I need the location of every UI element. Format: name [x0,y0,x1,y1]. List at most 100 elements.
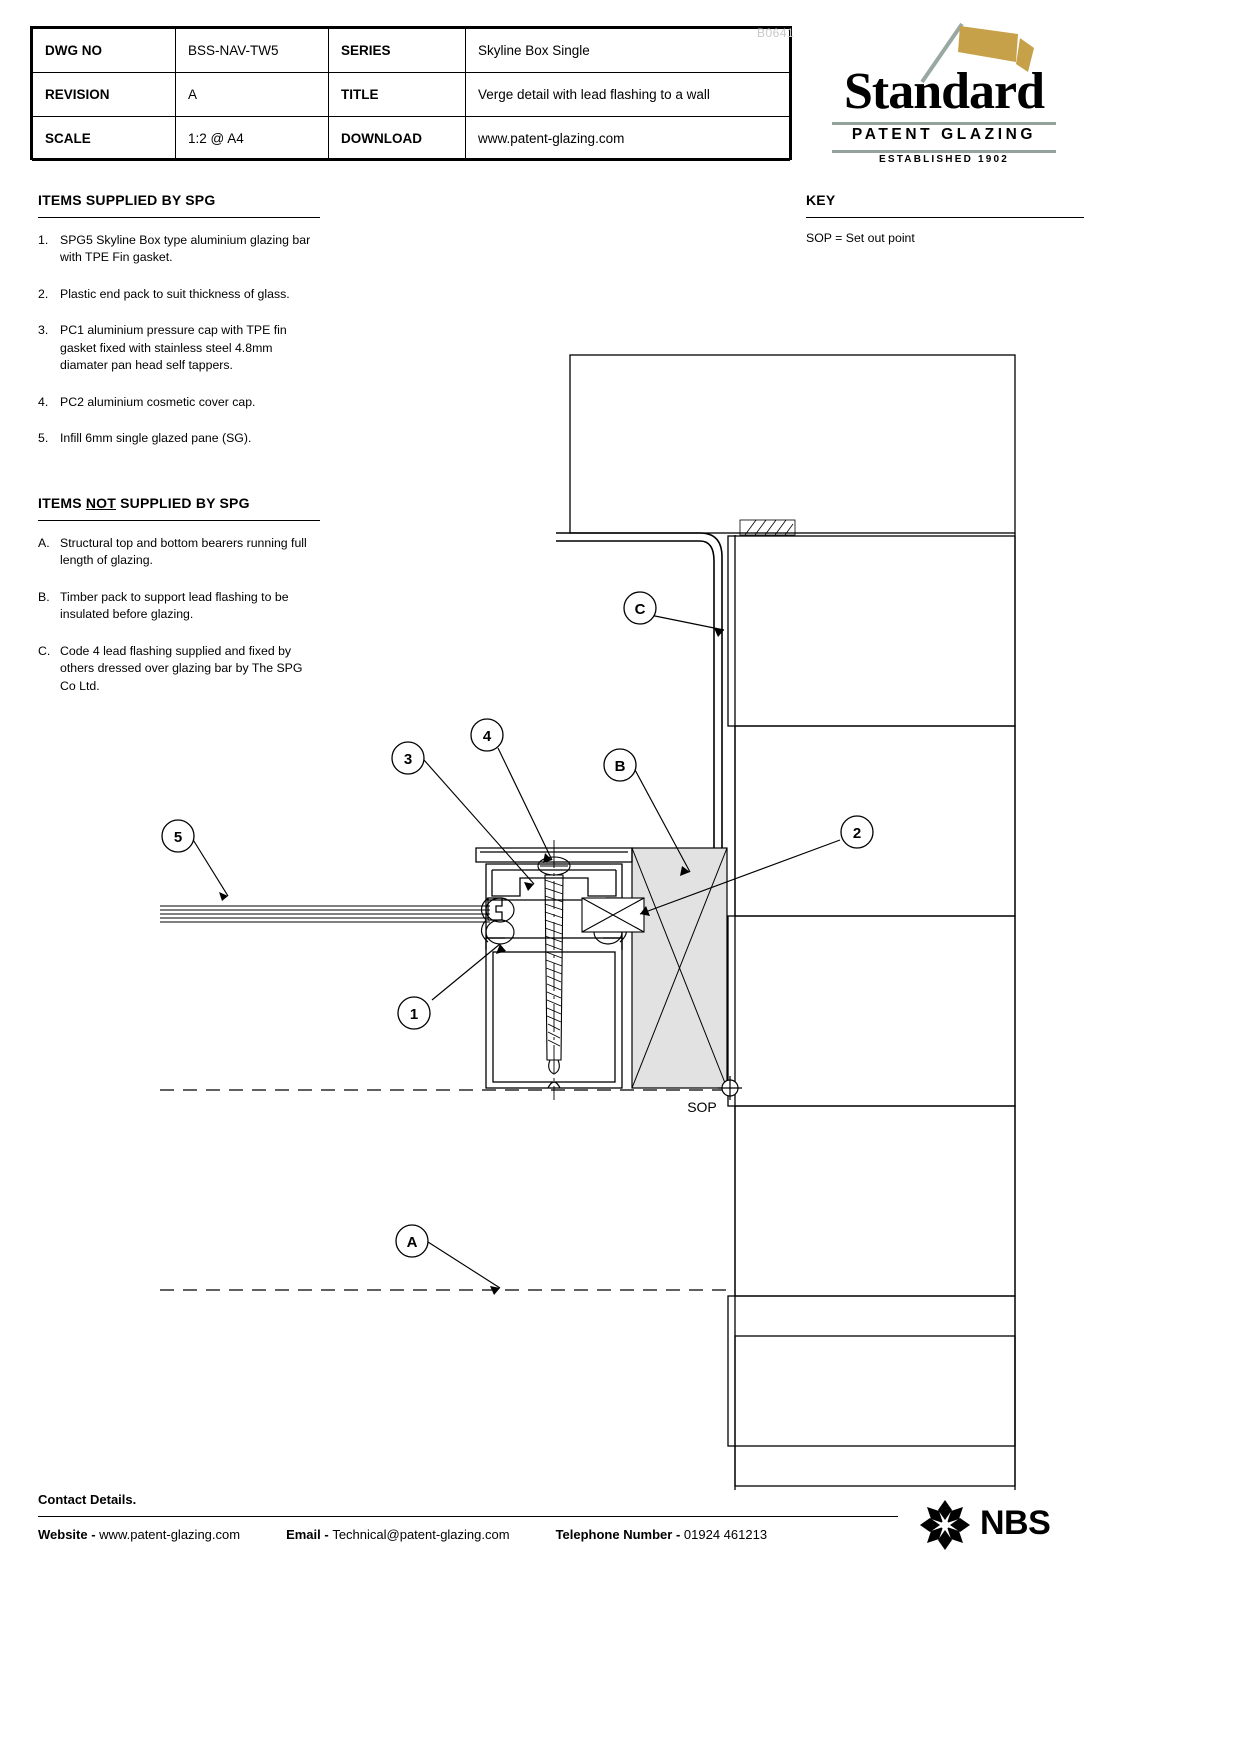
list-item: 3. PC1 aluminium pressure cap with TPE f… [38,322,320,374]
nbs-flower-icon [920,1500,970,1550]
items-not-supplied-section: ITEMS NOT SUPPLIED BY SPG A. Structural … [38,495,320,714]
scale-value: 1:2 @ A4 [175,116,329,161]
website-entry[interactable]: Website - www.patent-glazing.com [38,1527,240,1542]
list-item-text: Code 4 lead flashing supplied and fixed … [60,643,303,693]
table-row: SCALE 1:2 @ A4 DOWNLOAD www.patent-glazi… [32,116,790,161]
title-label: TITLE [328,72,466,117]
wall-block [734,1105,1016,1297]
email-dash: - [320,1527,333,1542]
list-item: 2. Plastic end pack to suit thickness of… [38,286,320,303]
callout-1[interactable]: 1 [397,996,431,1030]
plastic-end-pack [581,897,645,933]
divider [38,217,320,218]
title-not-emphasis: NOT [85,495,117,511]
phone-label: Telephone Number [555,1527,673,1542]
title-block: DWG NO BSS-NAV-TW5 SERIES Skyline Box Si… [30,26,792,161]
download-value[interactable]: www.patent-glazing.com [465,116,790,161]
callout-label: B [615,758,626,775]
list-item-marker: 5. [38,431,49,446]
logo-wordmark: Standard [843,63,1045,120]
list-item-marker: 4. [38,394,49,409]
revision-label: REVISION [32,72,176,117]
divider [806,217,1084,218]
callout-C[interactable]: C [623,591,657,625]
callout-label: 2 [853,825,861,842]
list-item-marker: A. [38,536,50,550]
contact-row: Website - www.patent-glazing.com Email -… [38,1527,898,1542]
glass-pane [160,905,490,923]
items-supplied-section: ITEMS SUPPLIED BY SPG 1. SPG5 Skyline Bo… [38,192,320,467]
key-title: KEY [806,192,836,208]
wall-block [727,915,1016,1107]
list-item-marker: B. [38,589,50,604]
callout-label: 4 [483,728,492,745]
set-out-point-marker [718,1076,742,1100]
callout-A[interactable]: A [395,1224,429,1258]
glazing-bar-profile [475,847,633,1089]
series-value: Skyline Box Single [465,28,790,73]
wall-block [569,354,1016,534]
items-not-supplied-title: ITEMS NOT SUPPLIED BY SPG [38,495,320,511]
list-item: 1. SPG5 Skyline Box type aluminium glazi… [38,232,320,267]
key-entry: SOP = Set out point [806,231,915,245]
list-item: B. Timber pack to support lead flashing … [38,589,320,624]
download-label: DOWNLOAD [328,116,466,161]
timber-pack [631,847,728,1089]
wall-block [734,1335,1016,1487]
key-section: KEY SOP = Set out point [806,192,1084,245]
self-tapper-screw [537,856,571,1075]
flag-icon [920,22,1034,84]
list-item: 5. Infill 6mm single glazed pane (SG). [38,430,320,447]
list-item-marker: 3. [38,323,49,338]
callout-B[interactable]: B [603,748,637,782]
wall-masonry [569,354,1016,1490]
divider [38,520,320,521]
items-supplied-title: ITEMS SUPPLIED BY SPG [38,192,216,208]
callout-label: 3 [404,751,412,768]
callout-4[interactable]: 4 [470,718,504,752]
items-not-supplied-list: A. Structural top and bottom bearers run… [38,535,320,695]
title-post: SUPPLIED BY SPG [116,495,250,511]
list-item-text: Infill 6mm single glazed pane (SG). [60,431,252,446]
list-item-text: Plastic end pack to suit thickness of gl… [60,286,290,301]
logo-rule-top [832,122,1056,125]
list-item-text: PC2 aluminium cosmetic cover cap. [60,394,256,409]
table-row: REVISION A TITLE Verge detail with lead … [32,72,790,117]
list-item-text: SPG5 Skyline Box type aluminium glazing … [60,233,311,265]
callout-3[interactable]: 3 [391,741,425,775]
structural-bearer-lines [160,1089,735,1291]
tpe-fin-gasket [480,897,628,945]
list-item: C. Code 4 lead flashing supplied and fix… [38,643,320,695]
website-value[interactable]: www.patent-glazing.com [99,1527,241,1542]
email-entry[interactable]: Email - Technical@patent-glazing.com [286,1527,509,1542]
list-item-text: PC1 aluminium pressure cap with TPE fin … [60,323,287,373]
lead-flashing [556,532,723,848]
email-value[interactable]: Technical@patent-glazing.com [332,1527,510,1542]
wall-block [727,1295,1016,1447]
divider [38,1516,898,1517]
sheet-reference-watermark: B0641 [757,26,795,40]
nbs-logo: NBS [918,1498,1051,1554]
phone-dash: - [672,1527,684,1542]
website-dash: - [87,1527,100,1542]
scale-label: SCALE [32,116,176,161]
table-row: DWG NO BSS-NAV-TW5 SERIES Skyline Box Si… [32,28,790,73]
sop-label: SOP [687,1099,717,1115]
list-item-marker: 1. [38,233,49,247]
callout-label: C [635,601,646,618]
callout-label: 5 [174,829,182,846]
website-label: Website [38,1527,88,1542]
list-item-text: Timber pack to support lead flashing to … [60,589,289,622]
contact-details-heading: Contact Details. [38,1492,137,1507]
callout-label: A [407,1234,418,1251]
revision-value: A [175,72,329,117]
leader-lines [191,614,841,1295]
phone-entry: Telephone Number - 01924 461213 [556,1527,768,1542]
list-item: 4. PC2 aluminium cosmetic cover cap. [38,394,320,411]
logo-rule-bottom [832,150,1056,153]
callout-5[interactable]: 5 [161,819,195,853]
callout-2[interactable]: 2 [840,815,874,849]
list-item-marker: 2. [38,286,49,301]
list-item: A. Structural top and bottom bearers run… [38,535,320,570]
